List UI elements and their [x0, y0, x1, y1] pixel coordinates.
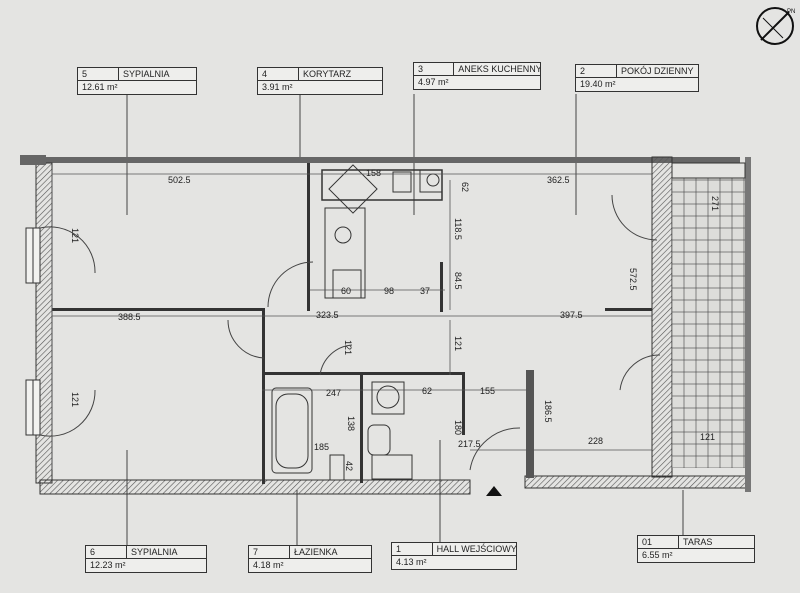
dim-label: 138	[346, 416, 356, 431]
dim-label: 98	[384, 286, 394, 296]
dim-label: 158	[366, 168, 381, 178]
dim-label: 60	[341, 286, 351, 296]
dim-label: 247	[326, 388, 341, 398]
room-number: 01	[638, 536, 679, 548]
dim-label: 121	[70, 392, 80, 407]
dim-label: 62	[460, 182, 470, 192]
room-area: 19.40 m²	[580, 79, 616, 89]
dim-label: 186.5	[543, 400, 553, 423]
dimension-labels: 502.5 158 362.5 62 118.5 84.5 60 98 37 3…	[70, 168, 720, 471]
room-name: SYPIALNIA	[123, 69, 170, 79]
room-number: 6	[86, 546, 127, 558]
dim-label: 42	[344, 461, 354, 471]
room-area: 6.55 m²	[642, 550, 673, 560]
dim-label: 62	[422, 386, 432, 396]
dim-label: 121	[453, 336, 463, 351]
north-label: PN	[787, 9, 795, 15]
dim-label: 228	[588, 436, 603, 446]
windows	[25, 227, 41, 436]
dim-label: 572.5	[628, 268, 638, 291]
room-name: KORYTARZ	[303, 69, 352, 79]
room-label-4: 4 KORYTARZ 3.91 m²	[257, 67, 383, 95]
dim-label: 397.5	[560, 310, 583, 320]
bathroom-fixtures	[271, 381, 413, 481]
room-area: 4.13 m²	[396, 557, 427, 567]
north-arrow-icon: PN	[756, 7, 795, 45]
room-area: 12.61 m²	[82, 82, 118, 92]
room-name: POKÓJ DZIENNY	[621, 66, 694, 76]
interior-walls	[52, 163, 652, 484]
room-name: ŁAZIENKA	[294, 547, 338, 557]
terrace-edge	[671, 162, 746, 179]
room-area: 12.23 m²	[90, 560, 126, 570]
room-number: 5	[78, 68, 119, 80]
room-name: ANEKS KUCHENNY	[458, 64, 540, 74]
entrance-arrow-icon	[486, 486, 502, 496]
terrace-tiles	[672, 178, 745, 468]
room-area: 4.97 m²	[418, 77, 449, 87]
dimension-lines	[51, 170, 652, 470]
dim-label: 217.5	[458, 439, 481, 449]
door-swings	[39, 194, 661, 471]
room-name: HALL WEJŚCIOWY	[436, 544, 516, 554]
dim-label: 84.5	[453, 272, 463, 290]
outer-walls	[20, 155, 751, 495]
dim-label: 121	[700, 432, 715, 442]
dim-label: 388.5	[118, 312, 141, 322]
room-label-01: 01 TARAS 6.55 m²	[637, 535, 755, 563]
room-label-7: 7 ŁAZIENKA 4.18 m²	[248, 545, 372, 573]
room-label-2: 2 POKÓJ DZIENNY 19.40 m²	[575, 64, 699, 92]
dim-label: 502.5	[168, 175, 191, 185]
dim-label: 323.5	[316, 310, 339, 320]
room-area: 3.91 m²	[262, 82, 293, 92]
room-label-5: 5 SYPIALNIA 12.61 m²	[77, 67, 197, 95]
room-area: 4.18 m²	[253, 560, 284, 570]
dim-label: 37	[420, 286, 430, 296]
dim-label: 362.5	[547, 175, 570, 185]
dim-label: 155	[480, 386, 495, 396]
dim-label: 118.5	[453, 218, 463, 240]
room-label-6: 6 SYPIALNIA 12.23 m²	[85, 545, 207, 573]
dim-label: 271	[710, 196, 720, 211]
room-name: TARAS	[683, 537, 713, 547]
dim-label: 121	[343, 340, 353, 355]
kitchen-fixtures	[321, 164, 443, 299]
dim-label: 121	[70, 228, 80, 243]
room-name: SYPIALNIA	[131, 547, 178, 557]
room-number: 7	[249, 546, 290, 558]
dim-label: 185	[314, 442, 329, 452]
room-number: 4	[258, 68, 299, 80]
room-number: 1	[392, 543, 433, 555]
room-number: 2	[576, 65, 617, 77]
dim-label: 180	[453, 420, 463, 435]
room-number: 3	[414, 63, 455, 75]
